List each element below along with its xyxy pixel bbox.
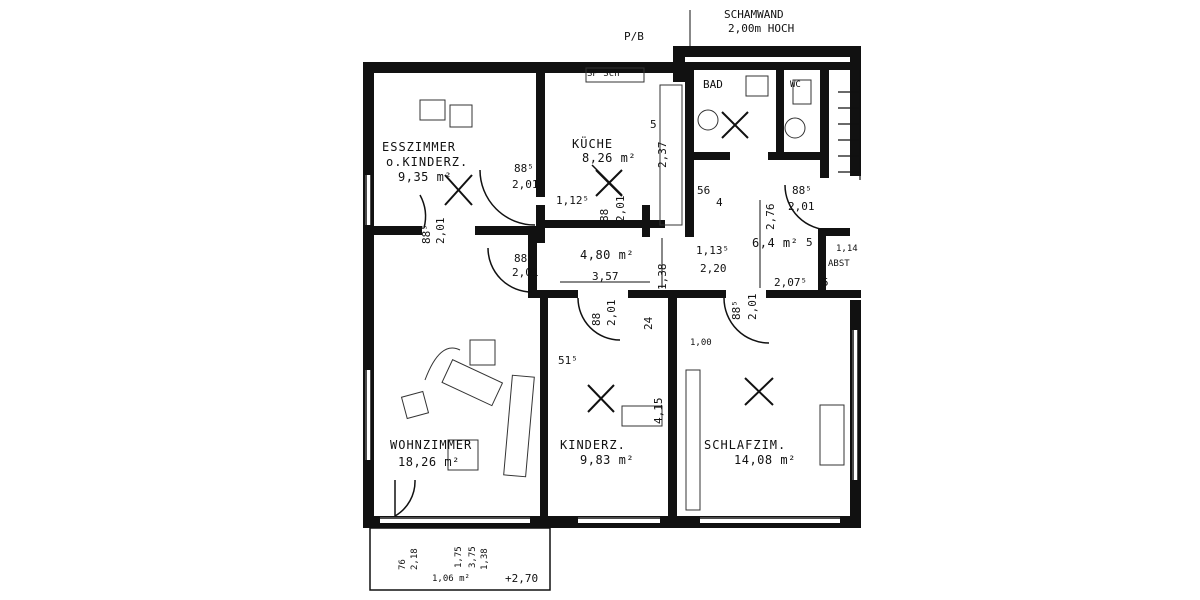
door-esszimmer-width: 88⁵ (514, 162, 534, 175)
door-kueche-width: 88 (598, 208, 611, 222)
room-name-wc: WC (790, 80, 801, 90)
door-kinder-height: 2,01 (605, 299, 618, 327)
room-name-kueche: KÜCHE (572, 137, 614, 151)
dimension-ticks (560, 10, 761, 288)
dim-56: 56 (697, 184, 711, 197)
dim-balkon-375: 3,75 (468, 546, 478, 568)
dim-flur-length: 3,57 (592, 270, 619, 283)
dim-5b: 5 (806, 236, 813, 249)
room-area-balkon: 1,06 m² (432, 574, 470, 584)
schamwand-height-label: 2,00m HOCH (728, 22, 795, 35)
door-bad-width: 88⁵ (792, 184, 812, 197)
door-kueche-height: 2,01 (614, 195, 627, 223)
room-name-abst: ABST (828, 259, 850, 269)
room-area-flur-right: 6,4 m² (752, 236, 799, 250)
room-area-kinderzimmer: 9,83 m² (580, 453, 635, 467)
schamwand-label: SCHAMWAND (724, 8, 784, 21)
furniture-sketch (400, 67, 845, 511)
door-flur-width: 88⁵ (514, 252, 534, 265)
room-name-wohnzimmer: WOHNZIMMER (390, 438, 473, 452)
dim-balkon-218: 2,18 (410, 548, 420, 570)
dim-kueche-width: 2,37 (656, 141, 669, 169)
balcony (369, 527, 551, 591)
room-area-wohnzimmer: 18,26 m² (398, 455, 460, 469)
interior-walls (374, 62, 861, 516)
stairs (838, 70, 861, 180)
dim-right-flur: 2,76 (764, 203, 777, 231)
pmb-label: P/B (624, 30, 644, 43)
door-mid-height: 2,20 (700, 262, 727, 275)
dim-5c: 5 (822, 276, 829, 289)
door-flur-height: 2,01 (512, 266, 539, 279)
door-bad-height: 2,01 (788, 200, 815, 213)
dim-24: 24 (642, 316, 655, 330)
door-mid-width: 1,13⁵ (696, 244, 730, 257)
dim-5a: 5 (650, 118, 657, 131)
room-name-esszimmer: ESSZIMMER (382, 140, 457, 154)
room-name-schlafzimmer: SCHLAFZIM. (704, 438, 787, 452)
room-area-kueche: 8,26 m² (582, 151, 637, 165)
windows-and-openings (365, 175, 859, 525)
room-area-flur: 4,80 m² (580, 248, 635, 262)
room-area-esszimmer: 9,35 m² (398, 170, 453, 184)
dim-balkon-175: 1,75 (454, 546, 464, 568)
dim-balkon-76: 76 (398, 559, 408, 570)
dim-balkon-270: +2,70 (505, 572, 539, 585)
room-name-esszimmer-alt: o.KINDERZ. (386, 155, 469, 169)
room-name-kinderzimmer: KINDERZ. (560, 438, 626, 452)
door-kinder-width: 88 (590, 312, 603, 326)
dim-100: 1,00 (690, 338, 712, 348)
room-name-bad: BAD (703, 78, 723, 91)
door-esszimmer-side-height: 2,01 (434, 217, 447, 245)
dim-kinder-length: 4,15 (652, 397, 665, 425)
dim-right-flur-bottom: 2,07⁵ (774, 276, 808, 289)
door-schlaf-height: 2,01 (746, 293, 759, 321)
sp-sch-label: SP Sch (587, 69, 620, 79)
door-esszimmer-height: 2,01 (512, 178, 539, 191)
room-area-schlafzimmer: 14,08 m² (734, 453, 796, 467)
dim-114: 1,14 (836, 244, 858, 254)
dim-flur-width: 1,38 (656, 263, 669, 291)
dim-kueche-door-offset: 1,12⁵ (556, 194, 590, 207)
door-esszimmer-side-width: 88⁵ (420, 224, 433, 244)
dim-balkon-138: 1,38 (480, 548, 490, 570)
dim-4: 4 (716, 196, 723, 209)
dim-kinder-offset: 51⁵ (558, 354, 578, 367)
room-crosses (444, 111, 774, 413)
door-schlaf-width: 88⁵ (730, 300, 743, 320)
